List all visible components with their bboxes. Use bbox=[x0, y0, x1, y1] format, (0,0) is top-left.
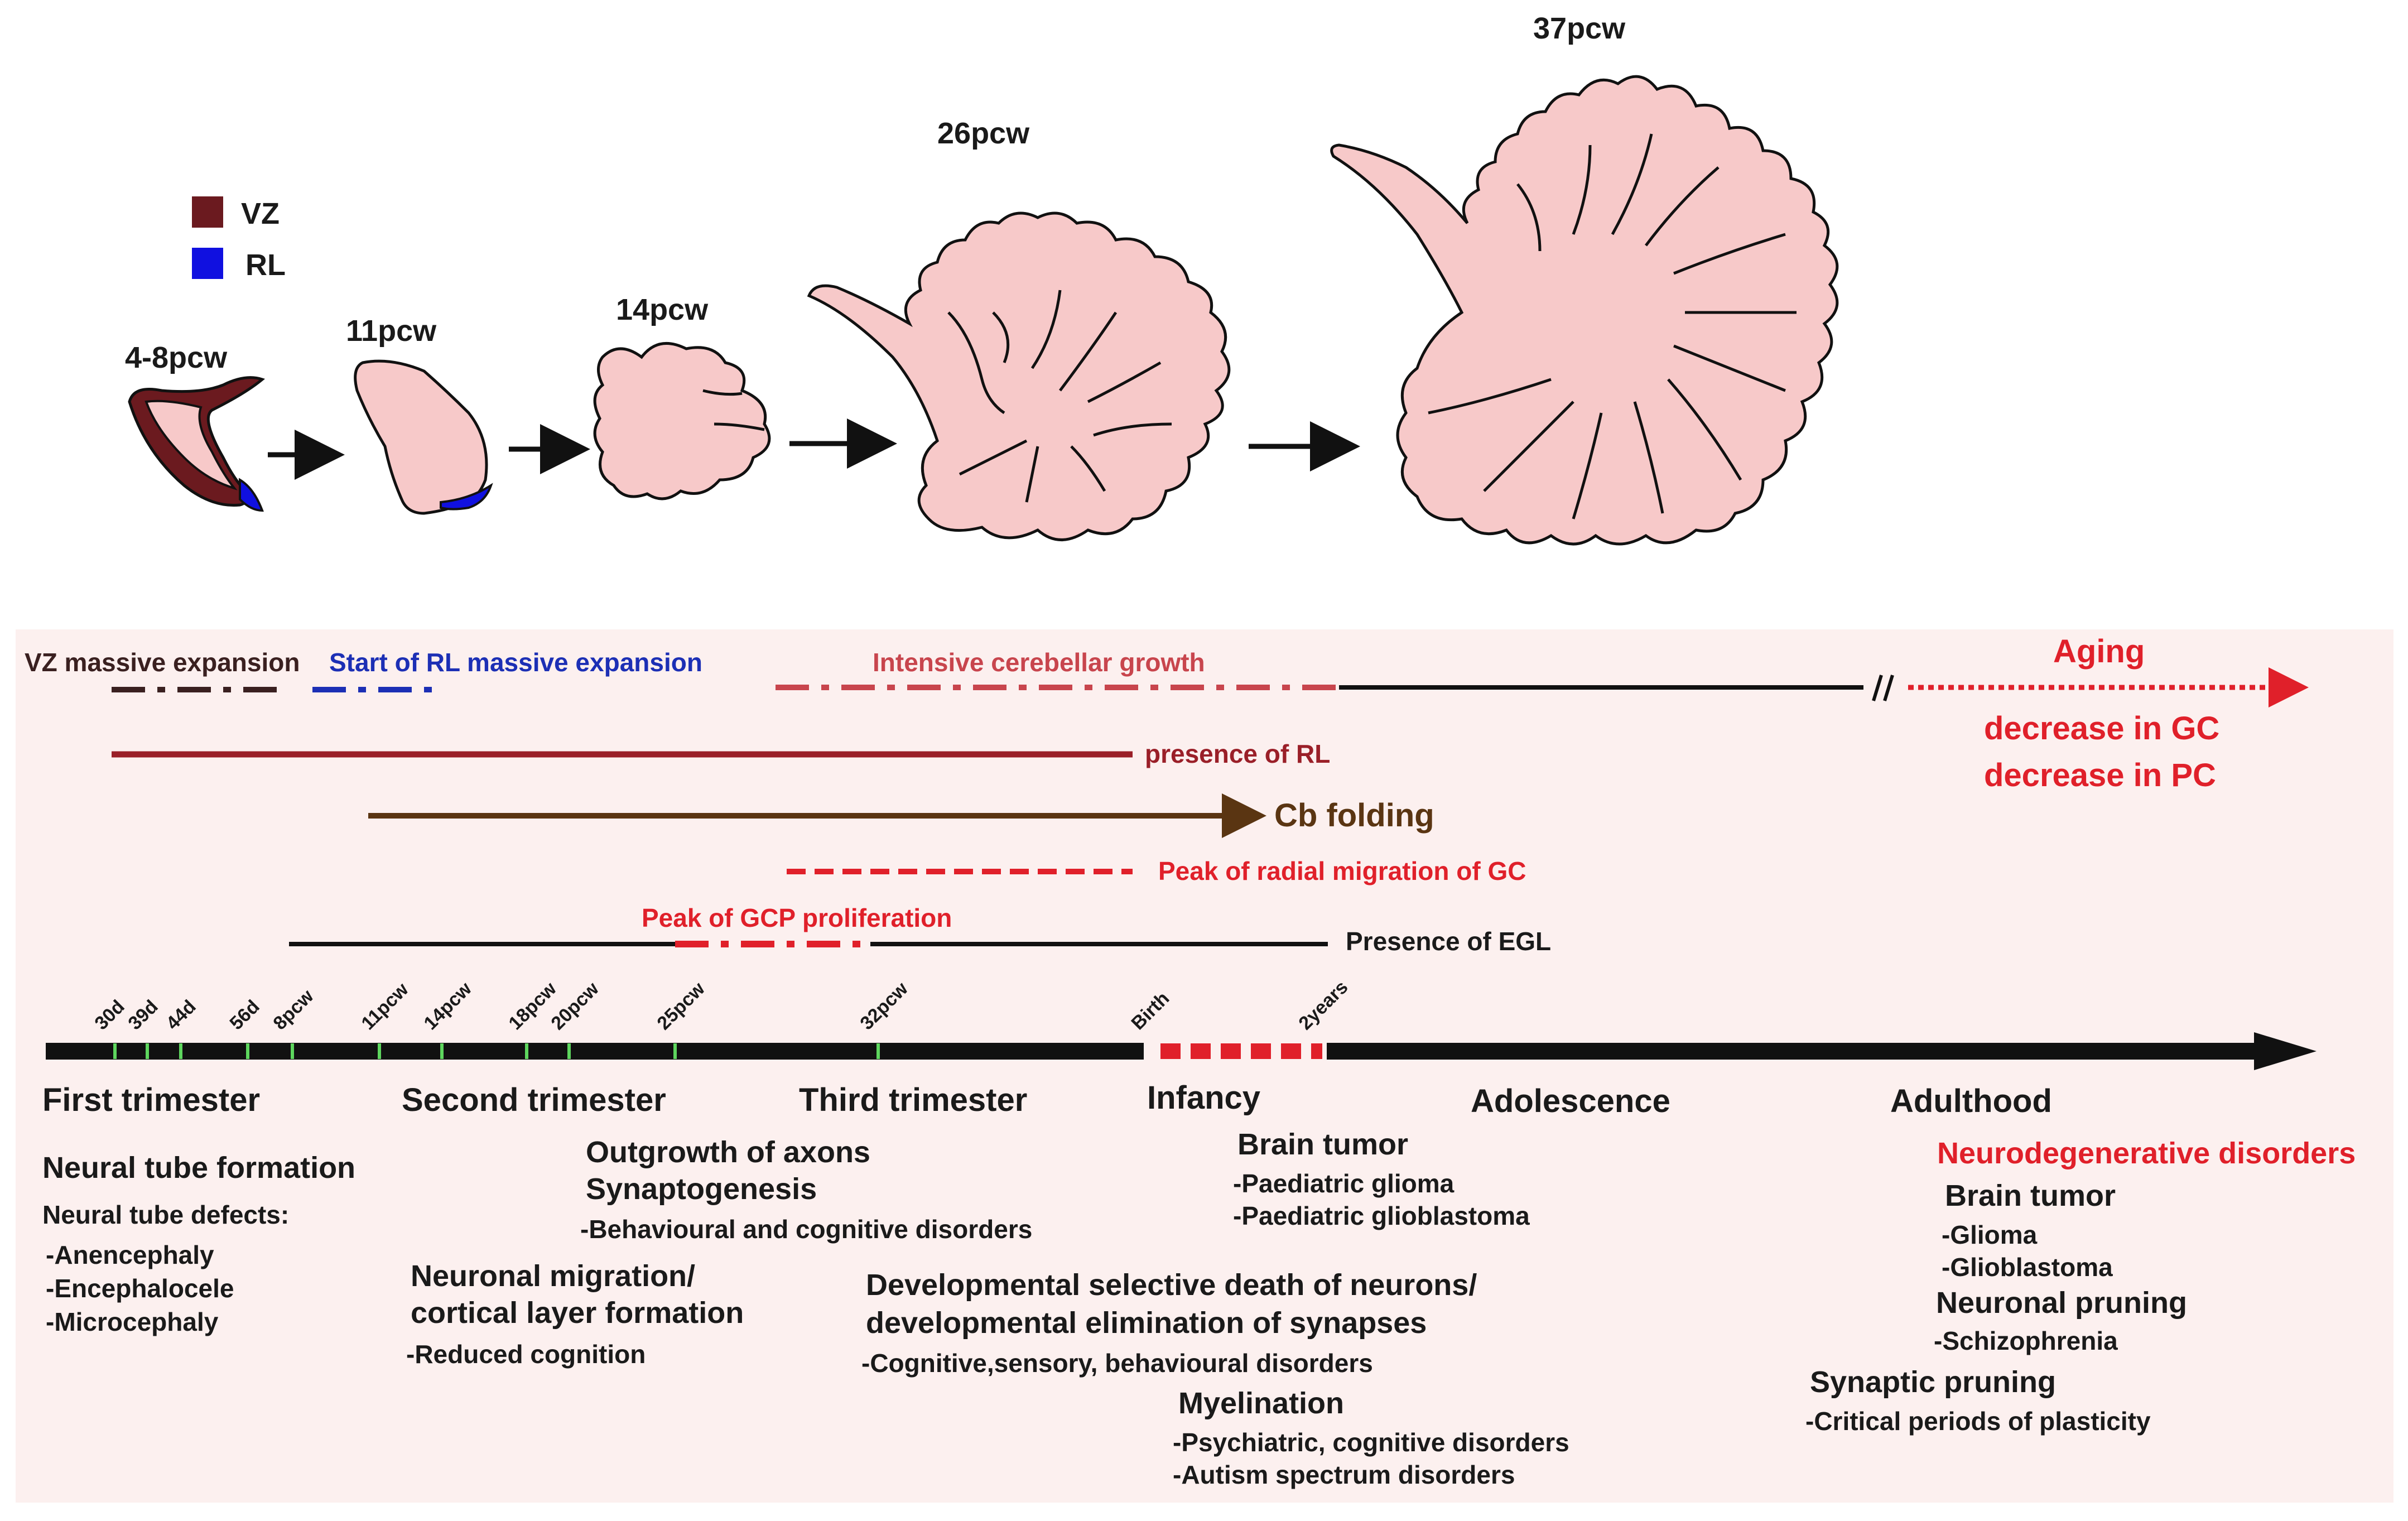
period-adulthood: Adulthood bbox=[1890, 1083, 2052, 1119]
event-dev-death-line1: Developmental selective death of neurons… bbox=[866, 1268, 1477, 1302]
event-schizophrenia: -Schizophrenia bbox=[1934, 1326, 2118, 1355]
stage-11pcw-cerebellum bbox=[354, 359, 493, 515]
event-neurodegenerative: Neurodegenerative disorders bbox=[1937, 1137, 2356, 1170]
legend-label-rl: RL bbox=[245, 248, 286, 282]
label-radial-migration: Peak of radial migration of GC bbox=[1158, 856, 1526, 885]
event-myelination: Myelination bbox=[1178, 1387, 1345, 1420]
legend-label-vz: VZ bbox=[241, 197, 280, 230]
event-synaptogenesis: Synaptogenesis bbox=[586, 1172, 817, 1206]
event-paediatric-glioma: -Paediatric glioma bbox=[1233, 1169, 1455, 1198]
stage-label-4-8pcw: 4-8pcw bbox=[125, 341, 228, 374]
event-cognitive-sensory: -Cognitive,sensory, behavioural disorder… bbox=[861, 1349, 1373, 1378]
label-cerebellar-growth: Intensive cerebellar growth bbox=[873, 648, 1205, 677]
stage-label-26pcw: 26pcw bbox=[937, 117, 1030, 150]
event-glioblastoma: -Glioblastoma bbox=[1942, 1253, 2113, 1282]
event-outgrowth-axons: Outgrowth of axons bbox=[586, 1135, 870, 1169]
event-neural-tube-defects: Neural tube defects: bbox=[42, 1200, 290, 1229]
legend-swatch-vz bbox=[192, 196, 223, 228]
label-presence-rl: presence of RL bbox=[1145, 739, 1331, 768]
event-psychiatric: -Psychiatric, cognitive disorders bbox=[1173, 1428, 1569, 1457]
stage-label-37pcw: 37pcw bbox=[1533, 12, 1626, 45]
event-reduced-cognition: -Reduced cognition bbox=[406, 1340, 646, 1369]
label-aging: Aging bbox=[2053, 633, 2145, 670]
event-brain-tumor-adult: Brain tumor bbox=[1945, 1179, 2116, 1212]
axis-break-mark-2 bbox=[1883, 675, 1894, 701]
axis-break-mark-1 bbox=[1872, 675, 1883, 701]
period-adolescence: Adolescence bbox=[1471, 1083, 1670, 1119]
time-axis-arrowhead bbox=[2254, 1032, 2317, 1070]
event-paediatric-glioblastoma: -Paediatric glioblastoma bbox=[1233, 1201, 1530, 1230]
event-glioma: -Glioma bbox=[1942, 1220, 2038, 1249]
event-defect-encephalocele: -Encephalocele bbox=[46, 1274, 234, 1303]
period-first-trimester: First trimester bbox=[42, 1082, 261, 1118]
event-neuronal-migration-line2: cortical layer formation bbox=[411, 1296, 744, 1330]
legend-swatch-rl bbox=[192, 248, 223, 279]
stage-4-8pcw-cerebellum bbox=[128, 376, 266, 512]
axis-ticks bbox=[113, 1043, 880, 1059]
label-cb-folding: Cb folding bbox=[1274, 797, 1434, 834]
label-decrease-pc: decrease in PC bbox=[1984, 757, 2216, 793]
label-decrease-gc: decrease in GC bbox=[1984, 710, 2220, 747]
event-neuronal-migration-line1: Neuronal migration/ bbox=[411, 1259, 696, 1293]
event-neural-tube-formation: Neural tube formation bbox=[42, 1151, 356, 1185]
event-behavioural-disorders: -Behavioural and cognitive disorders bbox=[580, 1215, 1033, 1244]
stage-label-14pcw: 14pcw bbox=[616, 293, 709, 326]
timeline-panel bbox=[16, 629, 2393, 1503]
event-brain-tumor-infancy: Brain tumor bbox=[1237, 1128, 1409, 1161]
label-rl-expansion: Start of RL massive expansion bbox=[329, 648, 702, 677]
event-synaptic-pruning: Synaptic pruning bbox=[1810, 1365, 2057, 1399]
period-third-trimester: Third trimester bbox=[799, 1082, 1028, 1118]
period-second-trimester: Second trimester bbox=[402, 1082, 666, 1118]
event-neuronal-pruning: Neuronal pruning bbox=[1936, 1286, 2187, 1320]
event-critical-periods: -Critical periods of plasticity bbox=[1805, 1407, 2151, 1436]
label-vz-expansion: VZ massive expansion bbox=[25, 648, 300, 677]
event-dev-death-line2: developmental elimination of synapses bbox=[866, 1306, 1427, 1340]
stage-14pcw-cerebellum bbox=[593, 341, 771, 500]
label-presence-egl: Presence of EGL bbox=[1346, 927, 1552, 956]
event-autism: -Autism spectrum disorders bbox=[1173, 1460, 1515, 1489]
stage-26pcw-cerebellum bbox=[807, 211, 1231, 541]
event-defect-microcephaly: -Microcephaly bbox=[46, 1307, 219, 1336]
stage-37pcw-cerebellum bbox=[1330, 75, 1839, 546]
label-gcp-proliferation: Peak of GCP proliferation bbox=[642, 903, 952, 932]
stage-label-11pcw: 11pcw bbox=[346, 314, 437, 348]
period-infancy: Infancy bbox=[1147, 1080, 1261, 1116]
event-defect-anencephaly: -Anencephaly bbox=[46, 1240, 214, 1269]
